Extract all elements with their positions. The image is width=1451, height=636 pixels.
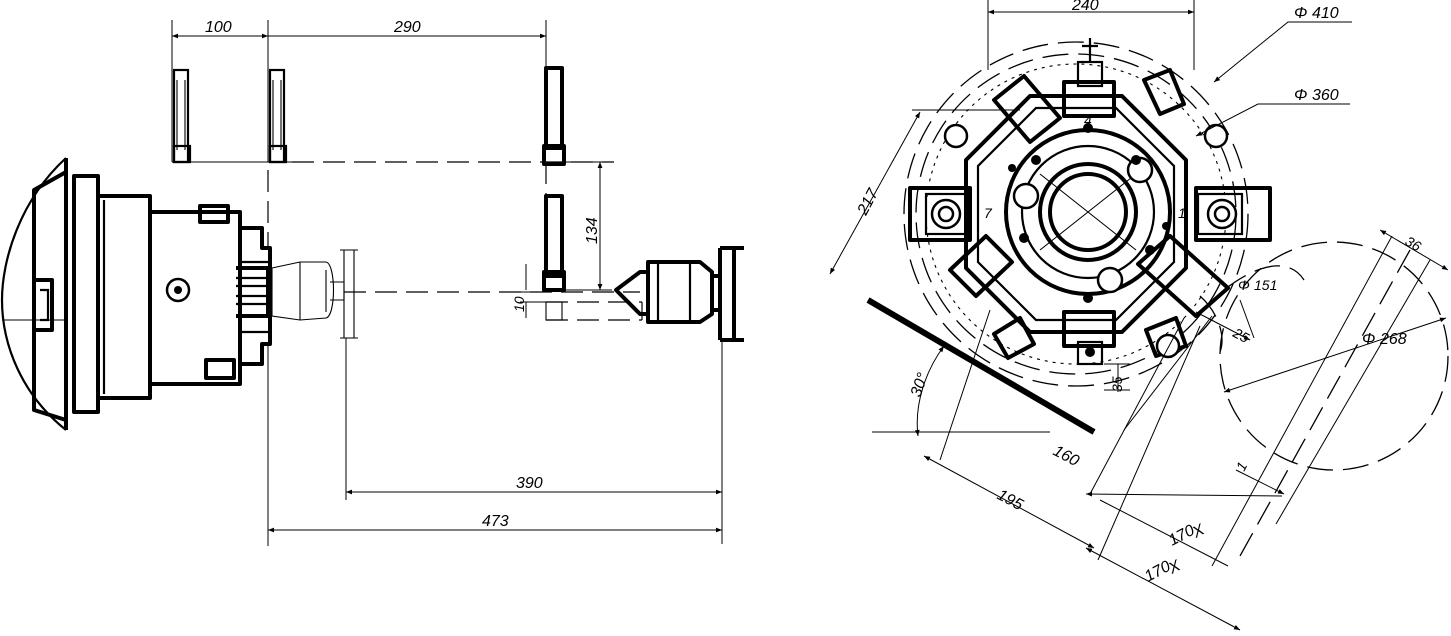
station-left: 7 (908, 186, 993, 242)
dimension-phi410: Φ 410 (1213, 5, 1352, 83)
dim-label-217: 217 (854, 185, 883, 218)
dimension-473: 473 (267, 344, 722, 546)
station-label-4: 4 (1084, 112, 1092, 128)
dimension-1: 1 (1233, 459, 1285, 495)
dim-label-195: 195 (994, 487, 1026, 515)
dimension-phi268: Φ 268 (1223, 317, 1447, 393)
phi151-symbol: Φ (1238, 277, 1250, 293)
dim-label-angle-30: 30° (908, 370, 932, 399)
dim-label-160: 160 (1050, 443, 1082, 471)
station-top: 4 (1062, 38, 1116, 128)
phi268-symbol: Φ (1362, 331, 1375, 348)
dimension-25: 25 (1195, 311, 1252, 346)
station-diagonals (943, 68, 1230, 360)
dim-label-phi410: 410 (1312, 5, 1339, 22)
dimension-195: 195 (923, 455, 1095, 549)
auxiliary-circle (1199, 241, 1449, 471)
turret-body (964, 94, 1188, 334)
dim-label-1: 1 (1233, 459, 1251, 473)
tool-holder-2 (268, 68, 288, 164)
dim-label-phi360: 360 (1312, 87, 1339, 104)
dimension-170-x-upper: 170 X (1085, 491, 1283, 567)
tool-bar (866, 297, 1096, 435)
station-bottom (1062, 310, 1116, 366)
dimension-35: 35 (1104, 363, 1130, 392)
dim-label-36: 36 (1403, 233, 1425, 255)
dim-label-390: 390 (516, 475, 543, 492)
dim-label-240: 240 (1071, 0, 1099, 14)
dim-label-290: 290 (393, 19, 421, 36)
phi360-symbol: Φ (1294, 87, 1307, 104)
station-label-1: 1 (1178, 205, 1186, 221)
reference-lines (172, 161, 643, 339)
phi410-symbol: Φ (1294, 5, 1307, 22)
front-view: 4 7 1 (829, 0, 1449, 631)
dimension-134: 134 (564, 161, 612, 291)
slanted-reference-lines (939, 235, 1431, 567)
workpiece (271, 261, 345, 321)
dimension-390: 390 (345, 338, 723, 544)
dimension-phi151: Φ 151 (1238, 277, 1277, 293)
dim-label-473: 473 (482, 513, 509, 530)
side-view: 100 290 134 10 390 473 (0, 19, 744, 546)
station-label-7: 7 (984, 205, 993, 221)
tailstock (614, 246, 744, 342)
tool-holder-3 (542, 66, 566, 166)
dimension-phi360: Φ 360 (1195, 87, 1350, 137)
dimension-36: 36 (1379, 229, 1449, 271)
spindle-housing (0, 157, 272, 431)
station-right: 1 (1178, 186, 1272, 242)
dim-label-35: 35 (1109, 376, 1125, 392)
dimension-10: 10 (511, 264, 548, 318)
dim-label-134: 134 (584, 217, 601, 244)
dimension-100: 100 (171, 19, 269, 162)
dimension-290: 290 (268, 19, 547, 68)
tool-holder-1 (172, 68, 192, 164)
dim-label-10: 10 (511, 296, 527, 312)
dimension-160: 160 (1050, 443, 1082, 471)
dim-label-phi151: 151 (1254, 277, 1277, 293)
tool-holder-4 (542, 194, 566, 292)
dim-label-100: 100 (205, 19, 232, 36)
dim-label-25: 25 (1230, 324, 1252, 346)
dimension-240: 240 (987, 0, 1195, 70)
